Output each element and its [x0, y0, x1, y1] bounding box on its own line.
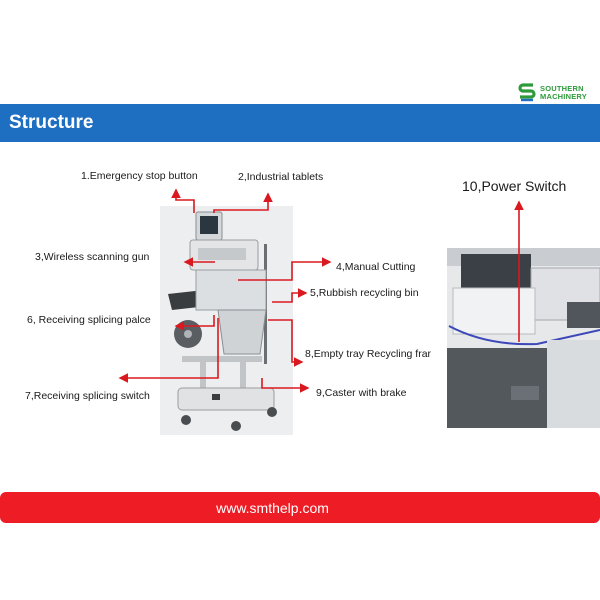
callout-receiving-splicing-place: 6, Receiving splicing palce	[27, 314, 151, 326]
power-switch-photo	[447, 248, 600, 428]
callout-caster-with-brake: 9,Caster with brake	[316, 387, 407, 399]
logo-text: SOUTHERN MACHINERY	[540, 85, 587, 101]
callout-emergency-stop-button: 1.Emergency stop button	[81, 170, 198, 182]
southern-machinery-logo: SOUTHERN MACHINERY	[517, 82, 597, 104]
callout-empty-tray-recycling: 8,Empty tray Recycling frar	[305, 348, 432, 360]
callout-power-switch: 10,Power Switch	[462, 178, 567, 194]
machine-photo	[160, 206, 293, 435]
callout-wireless-scanning-gun: 3,Wireless scanning gun	[35, 251, 150, 263]
footer-url: www.smthelp.com	[216, 500, 329, 516]
footer-bar: www.smthelp.com	[0, 492, 600, 523]
title-bar: Structure	[0, 104, 600, 142]
page-title: Structure	[9, 112, 94, 133]
logo-mark-icon	[517, 82, 537, 104]
callout-manual-cutting: 4,Manual Cutting	[336, 261, 416, 273]
callout-receiving-splicing-switch: 7,Receiving splicing switch	[25, 390, 150, 402]
callout-rubbish-recycling-bin: 5,Rubbish recycling bin	[310, 287, 419, 299]
logo-line-2: MACHINERY	[540, 92, 587, 101]
callout-industrial-tablets: 2,Industrial tablets	[238, 171, 324, 183]
logo-line-1: SOUTHERN	[540, 84, 584, 93]
